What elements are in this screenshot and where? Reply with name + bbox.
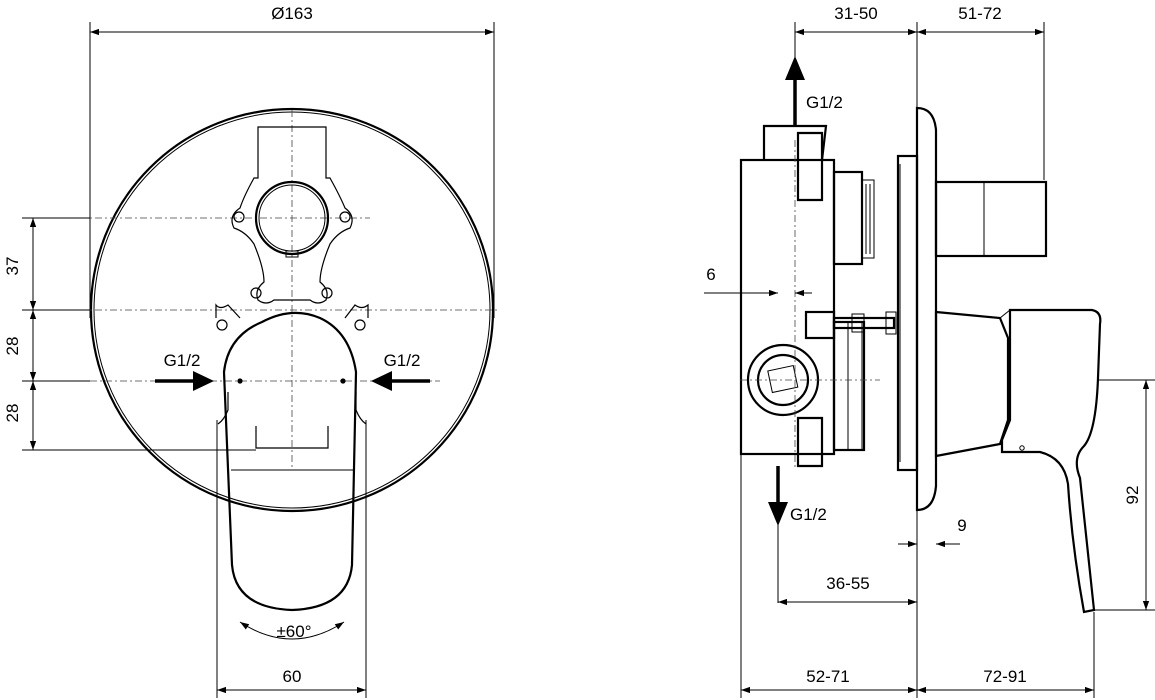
bottom-dimensions: 52-71 72-91 xyxy=(740,454,1095,698)
diverter-cartridge xyxy=(254,180,330,256)
right-inlet-label: G1/2 xyxy=(384,351,421,370)
dim-92-label: 92 xyxy=(1123,486,1142,505)
handle-width-label: 60 xyxy=(283,667,302,686)
bottom-outlet-arrow: G1/2 xyxy=(768,466,827,526)
diameter-dimension: Ø163 xyxy=(89,4,495,318)
dim-52-71-label: 52-71 xyxy=(806,667,849,686)
vertical-dimensions: 37 28 28 xyxy=(3,217,256,451)
left-inlet-arrow: G1/2 xyxy=(155,351,214,391)
side-view: 31-50 51-72 G1/2 xyxy=(704,4,1155,698)
handle-height-dimension: 92 xyxy=(1094,379,1155,611)
lever-handle xyxy=(222,311,358,612)
concealed-body xyxy=(739,124,897,603)
top-outlet-arrow: G1/2 xyxy=(785,56,843,126)
concealed-body-outline xyxy=(215,126,369,449)
dim-31-50-label: 31-50 xyxy=(834,4,877,23)
left-inlet-label: G1/2 xyxy=(164,351,201,370)
diameter-label: Ø163 xyxy=(271,4,313,23)
dim-9-label: 9 xyxy=(957,516,966,535)
offset-28a-label: 28 xyxy=(3,337,22,356)
front-view: Ø163 xyxy=(3,4,500,698)
top-outlet-label: G1/2 xyxy=(806,93,843,112)
dim-6-label: 6 xyxy=(706,265,715,284)
cover-plate-profile xyxy=(896,106,938,512)
handle-width-dimension: 60 xyxy=(216,420,367,698)
body-depth-dimension: 36-55 xyxy=(778,510,918,698)
top-dimensions: 31-50 51-72 xyxy=(794,4,1045,180)
dim-36-55-label: 36-55 xyxy=(826,574,869,593)
wall-offset-dimension: 6 xyxy=(704,265,812,297)
right-inlet-arrow: G1/2 xyxy=(371,351,430,391)
dim-72-91-label: 72-91 xyxy=(983,667,1026,686)
handle-profile xyxy=(934,180,1102,614)
offset-28b-label: 28 xyxy=(3,404,22,423)
plate-thickness-dimension: 9 xyxy=(898,516,967,548)
bottom-outlet-label: G1/2 xyxy=(790,505,827,524)
rotation-indicator: ±60° xyxy=(239,621,345,641)
dim-51-72-label: 51-72 xyxy=(958,4,1001,23)
offset-37-label: 37 xyxy=(3,257,22,276)
rotation-label: ±60° xyxy=(276,622,311,641)
